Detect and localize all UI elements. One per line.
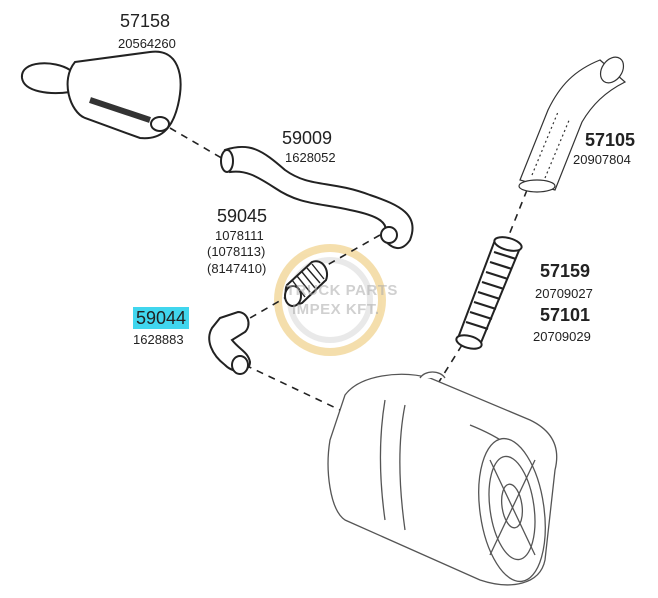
part-number-57101: 57101 <box>540 305 591 325</box>
part-57159-drawing <box>455 236 523 350</box>
part-59009-drawing <box>220 145 414 249</box>
watermark-line1: TRUCK PARTS <box>286 282 398 299</box>
part-number-59044[interactable]: 59044 <box>133 307 190 329</box>
part-57105-drawing <box>518 56 627 193</box>
part-number-59044-wrap[interactable]: 59044 <box>133 307 190 329</box>
part-code-59045-3: (8147410) <box>207 261 267 276</box>
part-code-59045-2: (1078113) <box>207 244 266 259</box>
part-code-59045-1: 1078111 <box>215 228 264 243</box>
part-code-57159: 20709027 <box>535 286 593 301</box>
part-59045-drawing <box>284 260 328 307</box>
part-code-57105: 20907804 <box>573 152 631 167</box>
part-59044-drawing <box>208 310 252 375</box>
part-number-57105: 57105 <box>585 130 636 150</box>
part-code-59044: 1628883 <box>133 332 184 347</box>
part-code-57158: 20564260 <box>118 36 176 51</box>
part-number-59045: 59045 <box>217 206 268 226</box>
air-filter-housing-drawing <box>327 371 558 586</box>
connection-lines <box>169 127 528 411</box>
part-number-59009: 59009 <box>282 128 333 148</box>
part-number-57158: 57158 <box>120 11 171 31</box>
part-code-59009: 1628052 <box>285 150 336 165</box>
part-code-57101: 20709029 <box>533 329 591 344</box>
watermark-line2: IMPEX KFT. <box>292 301 380 318</box>
part-57158-drawing <box>21 50 182 140</box>
part-number-57159: 57159 <box>540 261 591 281</box>
